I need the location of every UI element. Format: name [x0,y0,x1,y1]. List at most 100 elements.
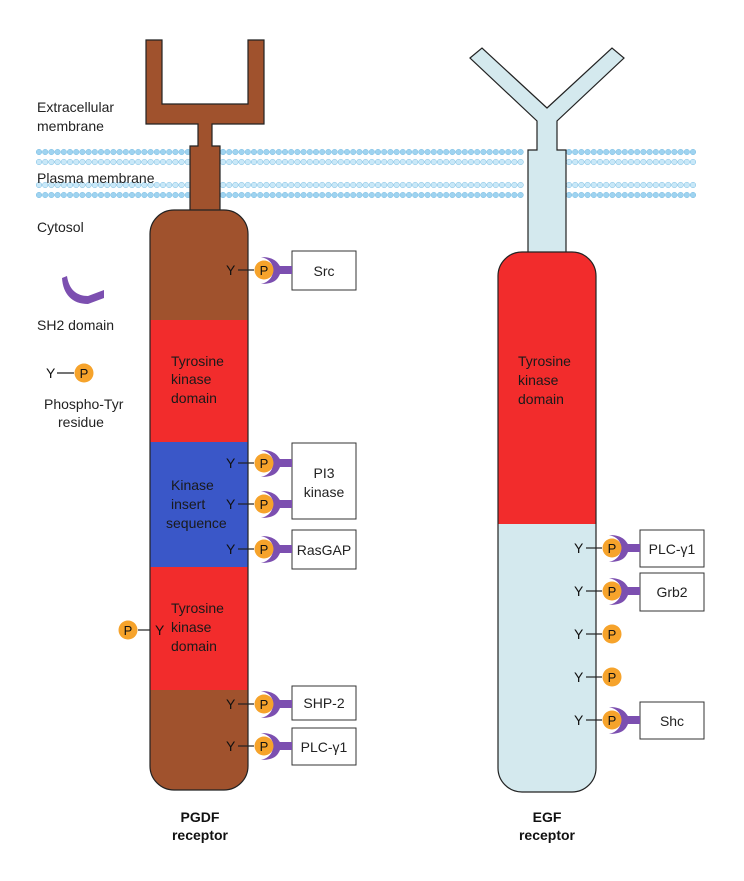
membrane-lipid-bead [652,148,659,156]
pi3-kinase-label-2: kinase [304,484,345,500]
pgdf-caption-line2: receptor [172,827,229,843]
legend: SH2 domain Y P Phospho-Tyr residue [37,276,124,430]
membrane-lipid-bead [79,191,86,199]
shc-label: Shc [660,713,684,729]
membrane-lipid-bead [609,191,616,199]
membrane-lipid-bead [128,148,136,156]
membrane-lipid-bead [238,158,245,166]
membrane-lipid-bead [596,191,604,199]
egf-tk-label-3: domain [518,391,564,407]
membrane-lipid-bead [603,191,610,199]
membrane-lipid-bead [54,191,61,199]
membrane-lipid-bead [172,148,179,156]
sh2-domain-icon [261,257,292,284]
p-letter: P [608,670,617,685]
membrane-lipid-bead [60,181,67,189]
membrane-lipid-bead [269,158,276,166]
membrane-lipid-bead [399,158,406,166]
sh2-domain-icon [609,578,640,605]
membrane-lipid-bead [436,158,444,166]
membrane-lipid-bead [405,191,413,199]
membrane-lipid-bead [387,181,394,189]
membrane-lipid-bead [147,158,154,166]
membrane-lipid-bead [275,148,282,156]
membrane-lipid-bead [467,158,475,166]
membrane-lipid-bead [35,148,43,156]
membrane-lipid-bead [42,148,49,156]
membrane-lipid-bead [399,181,406,189]
membrane-lipid-bead [135,191,142,199]
membrane-lipid-bead [319,148,326,156]
phospho-tyr-label-line1: Phospho-Tyr [44,396,124,412]
membrane-lipid-bead [646,158,653,166]
membrane-lipid-bead [430,148,437,156]
membrane-lipid-bead [337,158,344,166]
membrane-lipid-bead [269,191,276,199]
y-letter: Y [226,455,236,471]
membrane-lipid-bead [671,181,678,189]
membrane-lipid-bead [368,148,375,156]
membrane-lipid-bead [153,181,160,189]
partner-boxes: Src PI3 kinase RasGAP SHP-2 PLC-γ1 PLC-γ… [291,250,705,766]
membrane-lipid-bead [517,191,524,199]
membrane-lipid-bead [42,181,49,189]
pgdf-insert-label-1: Kinase [171,477,214,493]
membrane-lipid-bead [492,191,499,199]
membrane-lipid-bead [331,191,338,199]
membrane-lipid-bead [343,158,351,166]
membrane-lipid-bead [288,181,295,189]
membrane-lipid-bead [356,158,363,166]
membrane-lipid-bead [677,191,684,199]
membrane-lipid-bead [467,181,475,189]
membrane-lipid-bead [85,148,92,156]
membrane-lipid-bead [683,148,690,156]
membrane-lipid-bead [362,158,369,166]
membrane-lipid-bead [178,191,185,199]
membrane-lipid-bead [689,148,697,156]
membrane-lipid-bead [281,191,289,199]
rasgap-label: RasGAP [297,542,351,558]
membrane-lipid-bead [116,191,123,199]
membrane-lipid-bead [430,158,437,166]
membrane-lipid-bead [331,158,338,166]
membrane-lipid-bead [603,148,610,156]
membrane-lipid-bead [116,148,123,156]
membrane-lipid-bead [368,158,375,166]
membrane-lipid-bead [424,158,431,166]
membrane-lipid-bead [474,181,481,189]
membrane-lipid-bead [85,191,92,199]
membrane-lipid-bead [128,158,136,166]
membrane-lipid-bead [652,191,659,199]
membrane-lipid-bead [257,158,264,166]
membrane-lipid-bead [677,158,684,166]
membrane-lipid-bead [418,191,425,199]
membrane-lipid-bead [362,181,369,189]
membrane-lipid-bead [232,181,239,189]
membrane-lipid-bead [244,181,251,189]
membrane-lipid-bead [219,148,227,156]
pgdf-tyrosine-kinase-domain-1 [150,320,248,442]
membrane-lipid-bead [153,158,160,166]
membrane-lipid-bead [634,148,641,156]
membrane-lipid-bead [257,148,264,156]
membrane-lipid-bead [48,158,55,166]
membrane-lipid-bead [393,158,400,166]
y-letter: Y [226,738,236,754]
sh2-domain-icon [609,535,640,562]
membrane-lipid-bead [178,158,185,166]
membrane-lipid-bead [122,191,129,199]
membrane-lipid-bead [393,191,400,199]
membrane-lipid-bead [97,191,105,199]
membrane-lipid-bead [572,181,579,189]
membrane-lipid-bead [128,181,136,189]
membrane-lipid-bead [640,148,647,156]
membrane-lipid-bead [350,158,357,166]
pi3-kinase-box [291,442,357,520]
y-letter: Y [226,262,236,278]
membrane-lipid-bead [640,191,647,199]
membrane-lipid-bead [73,181,80,189]
membrane-lipid-bead [141,148,148,156]
membrane-lipid-bead [362,191,369,199]
membrane-lipid-bead [48,191,55,199]
membrane-lipid-bead [671,148,678,156]
